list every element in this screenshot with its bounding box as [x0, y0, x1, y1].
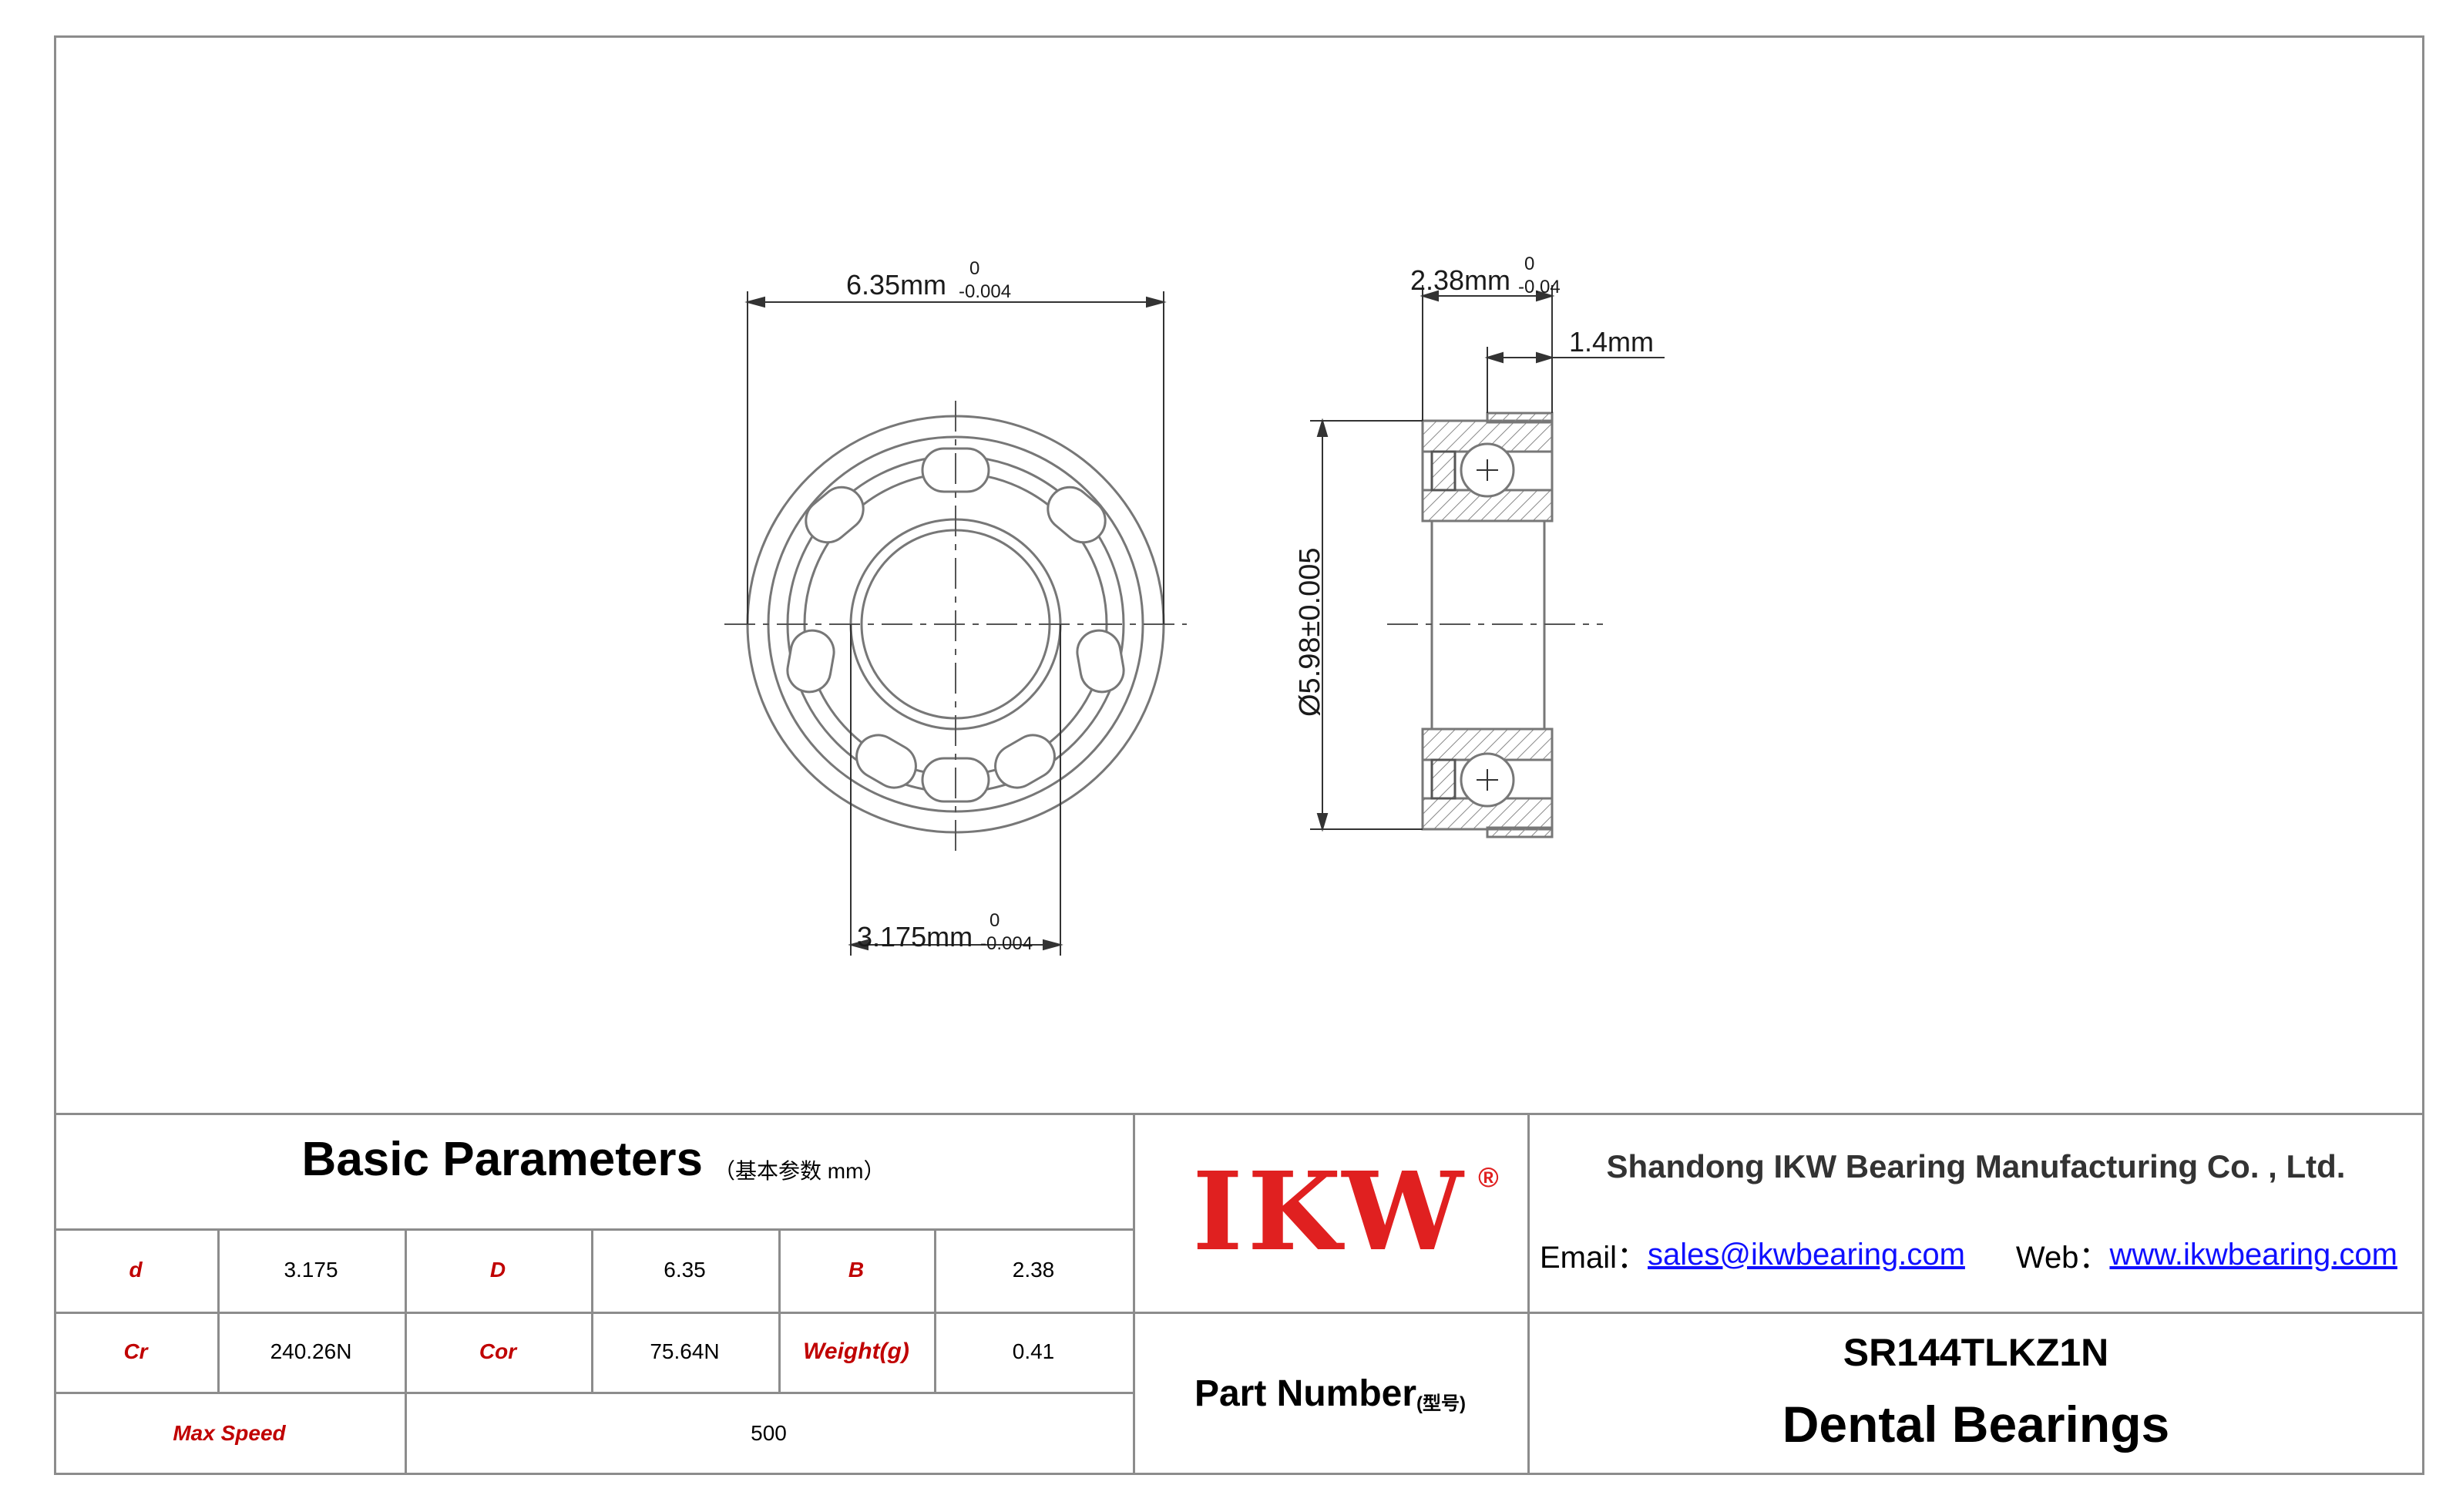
part-number-label-sub: (型号): [1416, 1393, 1467, 1414]
width-label: 2.38mm: [1410, 264, 1510, 296]
param-cr-value: 240.26N: [270, 1339, 352, 1363]
outer-diameter-tol-upper: 0: [969, 258, 979, 279]
param-cor-label: Cor: [479, 1339, 517, 1363]
email-link[interactable]: sales@ikwbearing.com: [1648, 1237, 1965, 1272]
param-max-speed-value: 500: [751, 1421, 787, 1445]
width-tol-lower: -0.04: [1518, 277, 1561, 297]
param-B-label: B: [848, 1258, 865, 1282]
part-number: SR144TLKZ1N: [1843, 1331, 2109, 1374]
ikw-logo: IKW®: [1192, 1149, 1499, 1275]
outer-diameter-tol-lower: -0.004: [959, 281, 1011, 302]
basic-parameters-subtitle: （基本参数 mm）: [714, 1159, 885, 1183]
flange-width-label: 1.4mm: [1569, 326, 1654, 358]
bore-tol-lower: -0.004: [980, 933, 1033, 954]
param-D-label: D: [489, 1258, 506, 1282]
part-number-label-cell: Part Number (型号): [1133, 1312, 1527, 1475]
web-label: Web：: [2015, 1241, 2110, 1275]
param-weight-value: 0.41: [1012, 1339, 1055, 1363]
section-view: [1387, 412, 1603, 838]
website-link[interactable]: www.ikwbearing.com: [2109, 1237, 2397, 1272]
company-name-cell: Shandong IKW Bearing Manufacturing Co. ,…: [1527, 1113, 2424, 1213]
param-cr-label: Cr: [123, 1339, 148, 1363]
title-block: Basic Parameters （基本参数 mm） d 3.175 D 6.3…: [54, 1113, 2424, 1475]
param-cor-value: 75.64N: [650, 1339, 720, 1363]
basic-parameters-title: Basic Parameters: [301, 1132, 704, 1186]
param-d-value: 3.175: [284, 1258, 338, 1282]
flange-diameter-label: Ø5.98±0.005: [1294, 548, 1326, 717]
email-label: Email：: [1540, 1241, 1648, 1275]
bore-tol-upper: 0: [989, 910, 1000, 931]
drawing-frame: [54, 35, 2424, 1475]
param-B-value: 2.38: [1012, 1258, 1055, 1282]
company-name: Shandong IKW Bearing Manufacturing Co. ,…: [1606, 1148, 2346, 1184]
param-weight-label: Weight(g): [803, 1339, 909, 1364]
part-number-label: Part Number: [1194, 1373, 1417, 1414]
front-view: [724, 291, 1187, 956]
product-type: Dental Bearings: [1782, 1396, 2170, 1453]
width-tol-upper: 0: [1524, 254, 1534, 274]
bore-label: 3.175mm: [857, 921, 973, 953]
param-d-label: d: [129, 1258, 143, 1282]
basic-parameters-header: Basic Parameters （基本参数 mm）: [54, 1113, 1133, 1228]
outer-diameter-label: 6.35mm: [846, 269, 946, 301]
contact-row: Email： sales@ikwbearing.com Web： www.ikw…: [1527, 1213, 2424, 1296]
ball-set: [786, 447, 1125, 803]
logo-cell: IKW®: [1133, 1113, 1527, 1312]
param-D-value: 6.35: [664, 1258, 706, 1282]
bearing-drawing: 6.35mm 0 -0.004 3.175mm 0 -0.004: [724, 254, 1665, 956]
param-max-speed-label: Max Speed: [173, 1421, 286, 1445]
